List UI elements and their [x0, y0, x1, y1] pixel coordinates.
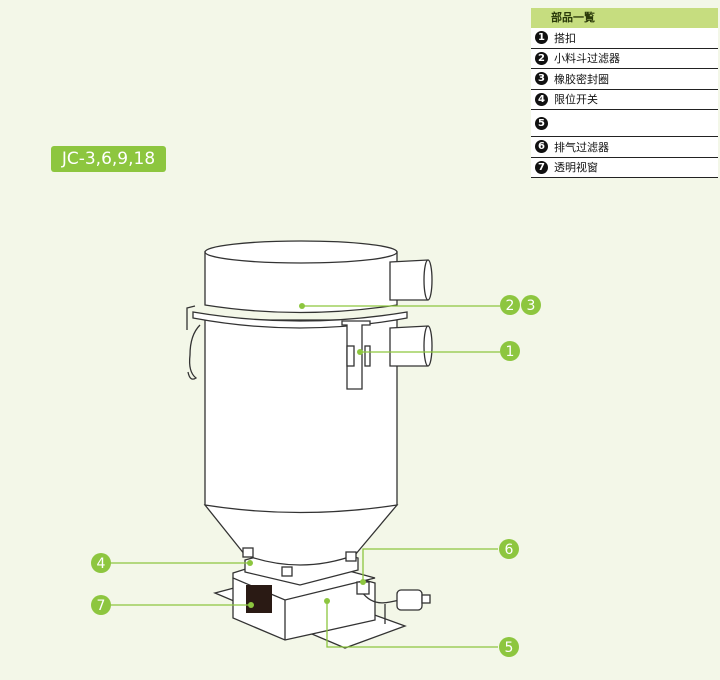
svg-text:3: 3 — [527, 298, 536, 314]
part-label: 透明视窗 — [554, 161, 598, 175]
part-label: 橡胶密封圈 — [554, 72, 609, 86]
part-label: 排气过滤器 — [554, 140, 609, 154]
callout-4: 4 — [91, 553, 111, 573]
parts-list-table: 部品一覧 1 搭扣 2 小料斗过滤器 3 橡胶密封圈 4 限位开关 5 6 排气过滤器 7… — [531, 8, 718, 178]
model-badge: JC-3,6,9,18 — [51, 146, 166, 172]
parts-row: 2 小料斗过滤器 — [531, 48, 718, 69]
bolt — [281, 566, 293, 577]
cone — [203, 504, 399, 566]
parts-list-title: 部品一覧 — [531, 8, 718, 28]
inlet-pipe — [389, 259, 433, 301]
parts-row: 7 透明视窗 — [531, 157, 718, 178]
part-number: 6 — [535, 140, 548, 154]
callout-2: 2 — [500, 295, 520, 315]
exhaust-filter — [356, 581, 431, 624]
svg-text:5: 5 — [505, 640, 514, 656]
bolt — [345, 551, 357, 562]
part-number: 3 — [535, 72, 548, 86]
parts-row: 1 搭扣 — [531, 28, 718, 49]
svg-text:4: 4 — [97, 556, 106, 572]
parts-row: 5 — [531, 110, 718, 137]
parts-row: 4 限位开关 — [531, 89, 718, 110]
vacuum-pipe — [389, 325, 433, 367]
callout-3: 3 — [521, 295, 541, 315]
part-number: 7 — [535, 160, 548, 174]
svg-text:6: 6 — [505, 542, 514, 558]
part-label: 搭扣 — [554, 31, 576, 45]
part-number: 5 — [535, 116, 548, 130]
part-number: 1 — [535, 31, 548, 45]
part-number: 4 — [535, 92, 548, 106]
svg-text:2: 2 — [506, 298, 515, 314]
parts-row: 6 排气过滤器 — [531, 137, 718, 158]
part-label: 小料斗过滤器 — [554, 52, 620, 66]
part-label: 限位开关 — [554, 93, 598, 107]
callout-6: 6 — [499, 539, 519, 559]
bolt — [242, 547, 254, 558]
parts-row: 3 橡胶密封圈 — [531, 69, 718, 90]
svg-text:7: 7 — [97, 598, 106, 614]
callout-7: 7 — [91, 595, 111, 615]
callout-5: 5 — [499, 637, 519, 657]
svg-text:1: 1 — [506, 344, 515, 360]
callout-1: 1 — [500, 341, 520, 361]
sight-window — [246, 585, 272, 613]
part-number: 2 — [535, 51, 548, 65]
latch-clamp — [341, 320, 371, 390]
side-handle — [186, 305, 201, 380]
